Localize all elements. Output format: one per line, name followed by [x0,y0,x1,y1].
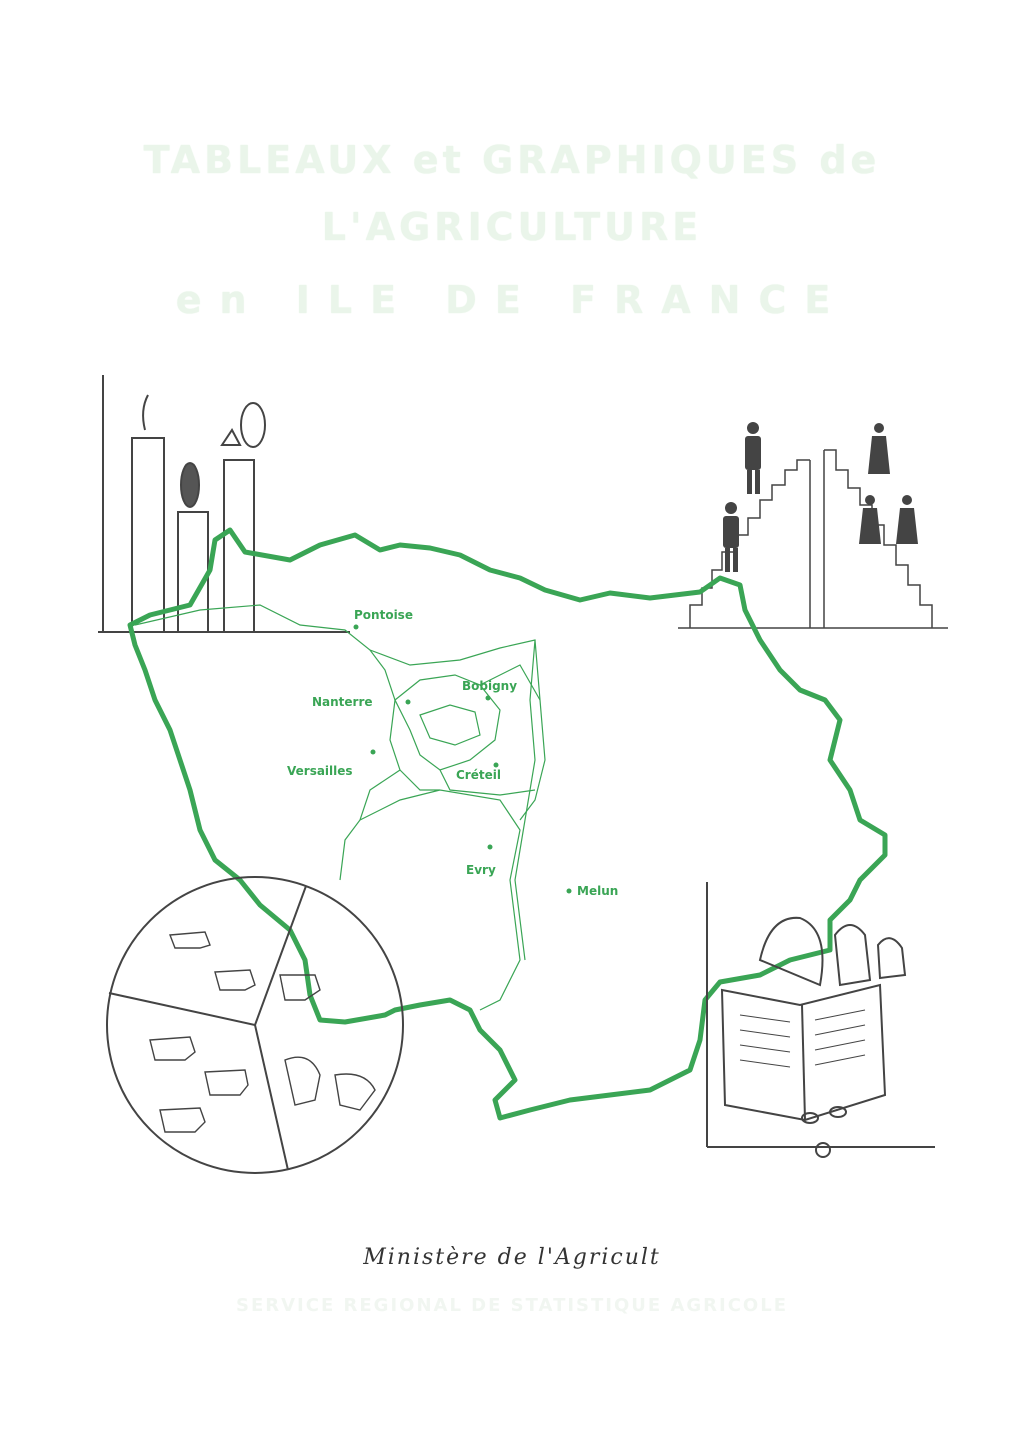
pig-icon-1 [169,931,211,949]
city-label-creteil: Créteil [456,768,501,782]
service-line: SERVICE REGIONAL DE STATISTIQUE AGRICOLE [236,1295,788,1316]
livestock-pie-illustration [106,876,404,1174]
city-markers [353,624,572,894]
money-bag-icon-2 [833,924,872,987]
money-bag-icon-1 [758,916,824,987]
title-line-1: TABLEAUX et GRAPHIQUES de [143,138,881,182]
boundary-paris [419,704,481,746]
department-boundaries [134,604,546,1011]
pie-divider-bottom [254,1024,289,1171]
title-line-3: en ILE DE FRANCE [175,278,849,322]
boundary-valdoise-yvelines [134,604,401,881]
money-bag-icon-3 [876,937,907,980]
hen-icon [334,1073,376,1111]
cow-icon-1 [149,1036,196,1061]
marker-bobigny [485,695,491,701]
city-label-melun: Melun [577,884,618,898]
bar-3 [223,459,255,633]
boundary-essonne [359,769,521,1011]
region-outer-border [127,527,888,1121]
marker-nanterre [405,699,411,705]
pie-divider-left [108,992,256,1026]
leaf-icon [240,402,266,448]
boundary-paris-ring [394,674,501,771]
open-book-icon [720,983,887,1122]
boundary-seinesaintdenis [479,664,541,701]
marker-evry [487,844,493,850]
bar-1 [131,437,165,633]
coin-icon-2 [829,1106,847,1118]
cow-icon-3 [159,1107,206,1133]
boundary-seineetmarne [514,639,536,961]
city-label-bobigny: Bobigny [462,679,517,693]
pie-divider-top [254,885,307,1026]
man-figure-bottom-icon [725,502,737,514]
marker-melun [566,888,572,894]
fan-icon [220,428,242,446]
bar-chart-illustration [98,375,350,633]
woman-figure-mid-icon [865,495,875,505]
coin-icon-1 [801,1112,819,1124]
woman-figure-top-icon [874,423,884,433]
city-label-evry: Evry [466,863,496,877]
cow-icon-2 [204,1069,249,1096]
city-label-versailles: Versailles [287,764,353,778]
title-line-2: L'AGRICULTURE [321,205,703,249]
wheat-icon [142,394,149,431]
marker-versailles [370,749,376,755]
marker-creteil [493,762,499,768]
sheep-icon [279,974,321,1001]
book-spine [801,1004,806,1121]
coin-icon-3 [815,1142,831,1158]
female-steps [824,449,933,628]
man-figure-top-icon [747,422,759,434]
book-chart-illustration [706,882,935,1158]
rooster-icon [284,1056,321,1106]
city-label-pontoise: Pontoise [354,608,413,622]
pyramid-illustration [678,422,948,629]
pig-icon-2 [214,969,256,991]
marker-pontoise [353,624,359,630]
city-label-nanterre: Nanterre [312,695,373,709]
corn-icon [180,462,200,508]
woman-figure-right-icon [902,495,912,505]
boundary-valdemarne [439,769,536,796]
ministry-signature: Ministère de l'Agricult [363,1245,661,1270]
pie-circle [106,876,404,1174]
